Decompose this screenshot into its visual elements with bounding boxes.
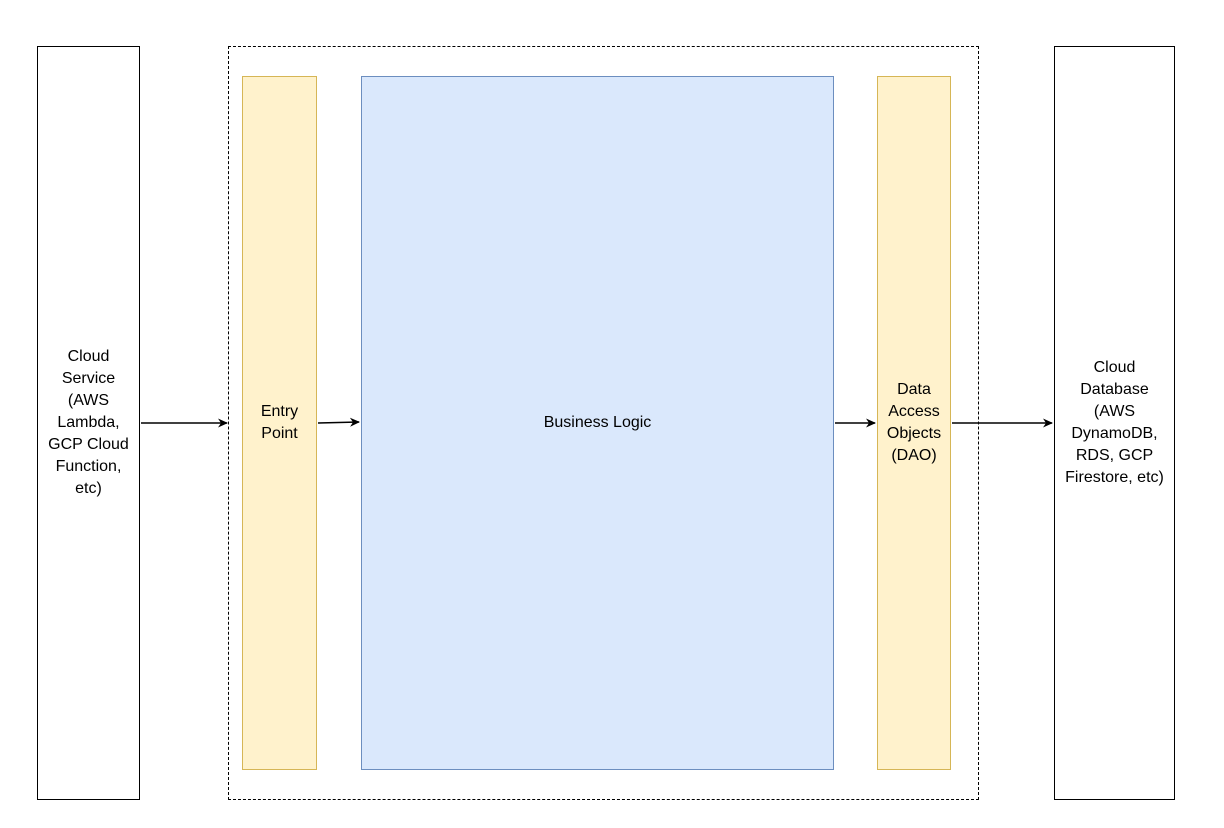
- cloud-database-node: Cloud Database (AWS DynamoDB, RDS, GCP F…: [1054, 46, 1175, 800]
- cloud-database-label: Cloud Database (AWS DynamoDB, RDS, GCP F…: [1065, 359, 1164, 486]
- cloud-service-node: Cloud Service (AWS Lambda, GCP Cloud Fun…: [37, 46, 140, 800]
- cloud-service-label: Cloud Service (AWS Lambda, GCP Cloud Fun…: [48, 348, 129, 497]
- business-logic-label: Business Logic: [543, 414, 652, 431]
- dao-label: Data Access Objects (DAO): [886, 381, 942, 464]
- business-logic-node: Business Logic: [361, 76, 834, 770]
- entry-point-label: Entry Point: [260, 403, 299, 442]
- dao-node: Data Access Objects (DAO): [877, 76, 951, 770]
- entry-point-node: Entry Point: [242, 76, 317, 770]
